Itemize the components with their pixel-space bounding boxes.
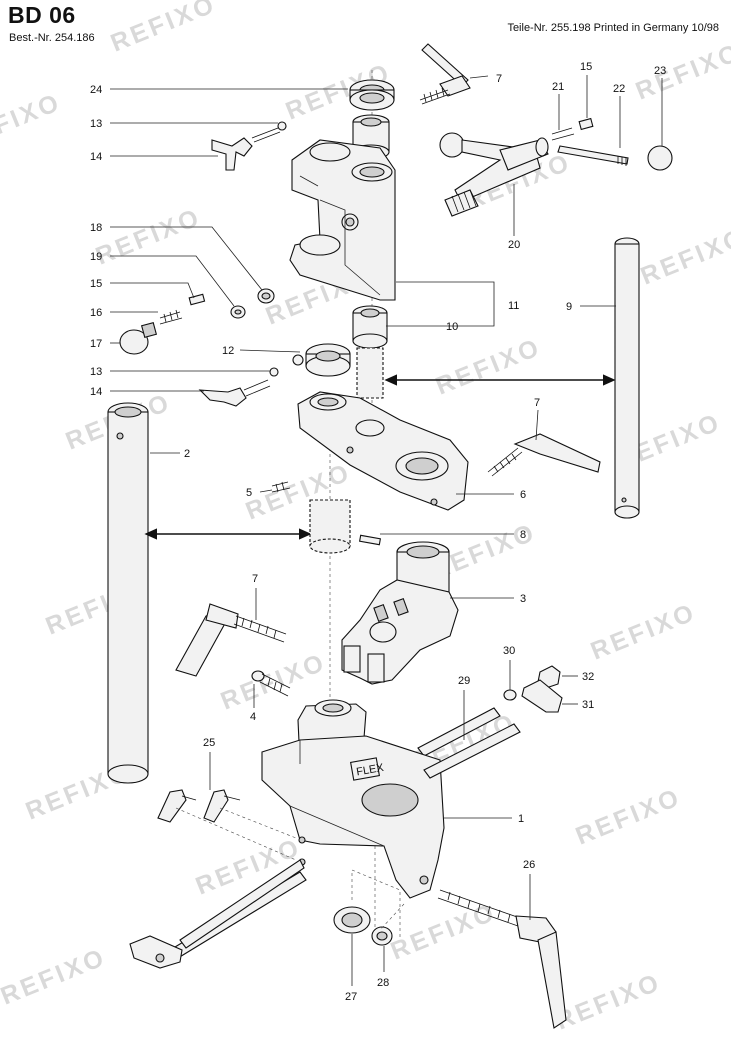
svg-text:FLEX: FLEX: [355, 762, 385, 779]
callout-17: 17: [90, 338, 102, 350]
part-6-clamp-arm: [297, 391, 469, 511]
watermark: REFIXO: [632, 38, 731, 106]
callout-3: 3: [520, 593, 526, 605]
part-27-roller: [333, 906, 371, 934]
callout-10: 10: [446, 321, 458, 333]
watermark: REFIXO: [637, 223, 731, 291]
watermark: REFIXO: [572, 783, 685, 851]
callout-15-right: 15: [580, 61, 592, 73]
watermark: REFIXO: [92, 203, 205, 271]
watermark: REFIXO: [0, 88, 65, 156]
callout-labels: 24 7 13 14 15 21 22 23 20 18 19 15 16 17…: [90, 61, 666, 1003]
part-24-clamp-ring: [349, 79, 395, 111]
part-1-base: FLEX: [261, 699, 445, 899]
callout-18: 18: [90, 222, 102, 234]
part-3-clamp-block: [341, 541, 459, 685]
callout-22: 22: [613, 83, 625, 95]
callout-32: 32: [582, 671, 594, 683]
callout-19: 19: [90, 251, 102, 263]
part-7-middle-lever: [487, 433, 601, 477]
callout-26: 26: [523, 859, 535, 871]
part-25-levers: [157, 789, 241, 823]
watermark: REFIXO: [432, 333, 545, 401]
callout-11: 11: [508, 300, 519, 312]
callout-13-middle: 13: [90, 366, 102, 378]
part-13-top-screw: [251, 121, 287, 143]
watermark: REFIXO: [0, 943, 110, 1011]
callout-23: 23: [654, 65, 666, 77]
callout-7-lower: 7: [252, 573, 258, 585]
part-14-middle-wing-screw: [198, 379, 271, 407]
callout-9: 9: [566, 301, 572, 313]
part-28-bushing: [371, 926, 393, 946]
part-22-pin: [557, 145, 629, 166]
callout-14-middle: 14: [90, 386, 102, 398]
part-26-lever: [437, 889, 567, 1029]
callout-2: 2: [184, 448, 190, 460]
part-16-set-screw: [159, 309, 183, 325]
part-5-screw: [271, 481, 291, 493]
part-13-middle-washer: [269, 367, 279, 377]
part-number: Teile-Nr. 255.198 Printed in Germany 10/…: [507, 22, 719, 34]
watermark: REFIXO: [552, 968, 665, 1036]
diagram-title: BD 06: [8, 2, 76, 28]
callout-15-left: 15: [90, 278, 102, 290]
callout-7-top: 7: [496, 73, 502, 85]
part-19-ring: [230, 305, 246, 319]
part-8-pin: [358, 534, 382, 546]
part-7-lower-lever: [175, 603, 287, 677]
part-29-rod: [417, 707, 501, 757]
callout-1: 1: [518, 813, 524, 825]
part-14-top-wing-screw: [211, 137, 253, 171]
callout-20: 20: [508, 239, 520, 251]
callout-14-top: 14: [90, 151, 102, 163]
part-23-ball-knob: [647, 145, 673, 171]
leader-lines: [110, 75, 663, 986]
callout-24: 24: [90, 84, 102, 96]
part-12-clamp-ring: [292, 343, 351, 377]
base-rods: [129, 723, 521, 969]
part-9-rack: [614, 237, 640, 519]
part-10-lower-bushing: [352, 305, 388, 349]
part-4-screw: [251, 670, 291, 697]
watermark: REFIXO: [107, 0, 220, 58]
callout-12: 12: [222, 345, 234, 357]
part-31-plate: [521, 679, 563, 713]
watermark: REFIXO: [387, 898, 500, 966]
callout-5: 5: [246, 487, 252, 499]
callout-16: 16: [90, 307, 102, 319]
callout-29: 29: [458, 675, 470, 687]
callout-7-middle: 7: [534, 397, 540, 409]
callout-31: 31: [582, 699, 594, 711]
part-20-pinion-shaft: [439, 132, 549, 217]
order-number: Best.-Nr. 254.186: [9, 32, 95, 44]
callout-13-top: 13: [90, 118, 102, 130]
callout-4: 4: [250, 711, 256, 723]
part-17-knob: [119, 321, 158, 355]
callout-28: 28: [377, 977, 389, 989]
callout-6: 6: [520, 489, 526, 501]
part-18-washer: [257, 288, 275, 304]
part-7-top-lever: [419, 43, 471, 105]
column-section: [309, 347, 384, 554]
part-11-carriage-housing: [289, 139, 396, 301]
callout-30: 30: [503, 645, 515, 657]
part-15-left-pin: [188, 293, 206, 306]
watermark: REFIXO: [587, 598, 700, 666]
part-2-column: [107, 402, 149, 784]
part-30-washer: [503, 689, 517, 701]
callout-8: 8: [520, 529, 526, 541]
callout-27: 27: [345, 991, 357, 1003]
callout-21: 21: [552, 81, 564, 93]
callout-25: 25: [203, 737, 215, 749]
part-15-21-pins: [551, 117, 594, 141]
